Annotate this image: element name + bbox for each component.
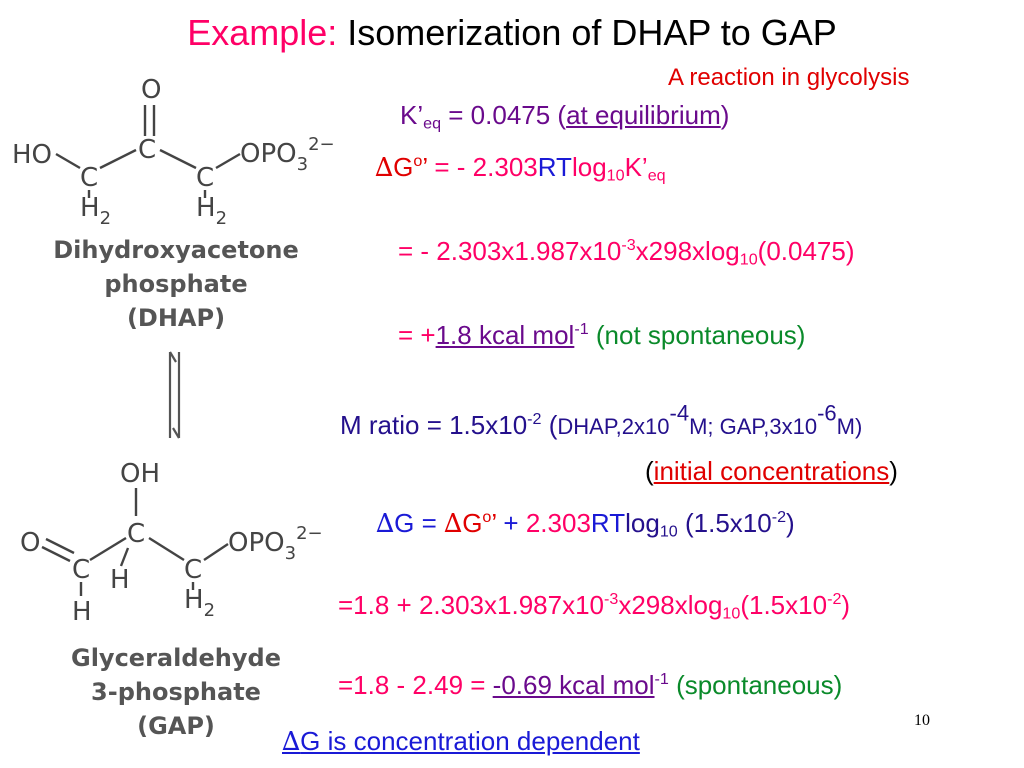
dhap-name-line1: Dihydroxyacetone [53,236,299,264]
dhap-o-top: O [141,75,161,105]
gap-h-c1: H [72,597,92,627]
initial-concentrations-line: (initial concentrations) [645,456,898,486]
gap-name: Glyceraldehyde 3-phosphate (GAP) [71,644,281,740]
dhap-opo3: OPO32− [240,134,335,175]
dg0-result-value: 1.8 kcal mol [435,320,575,350]
dhap-c2: C [138,135,156,165]
gap-h-c2: H [110,565,130,595]
slide-title: Example: Isomerization of DHAP to GAP [0,12,1024,54]
dhap-name: Dihydroxyacetone phosphate (DHAP) [53,236,299,332]
dg-definition-line: ∆G = ∆Go’ + 2.303RTlog10 (1.5x10-2) [376,508,795,541]
keq-line: K’eq = 0.0475 (at equilibrium) [400,100,730,133]
gap-o-left: O [20,528,40,558]
dhap-c1: C [80,163,98,193]
subtitle: A reaction in glycolysis [668,64,910,91]
dg0-result-line: = +1.8 kcal mol-1 (not spontaneous) [398,320,806,350]
dhap-h2-c1: H2 [80,193,111,229]
equilibrium-arrows [168,351,181,439]
title-prefix: Example: [187,12,338,53]
dhap-ho: HO [12,140,52,170]
initial-concentrations-text: initial concentrations [653,456,890,486]
gap-structure: OH C O C H C OPO32− H H2 [20,459,323,627]
gap-c2: C [127,519,145,549]
gap-name-line2: 3-phosphate [91,678,261,706]
gap-name-line1: Glyceraldehyde [71,644,281,672]
dhap-structure: O HO C C C OPO32− H2 H2 [12,75,335,229]
dhap-name-line2: phosphate [104,270,247,298]
dg-substitution-line: =1.8 + 2.303x1.987x10-3x298xlog10(1.5x10… [338,590,851,623]
mass-ratio-line: M ratio = 1.5x10-2 (DHAP,2x10-4M; GAP,3x… [340,400,863,440]
dhap-c3: C [196,163,214,193]
dg0-definition-line: ∆Go’ = - 2.303RTlog10K’eq [375,152,666,185]
gap-h2-c3: H2 [184,585,215,621]
gap-name-line3: (GAP) [137,712,215,740]
reaction-structures: O HO C C C OPO32− H2 H2 Dihydroxyacetone… [12,75,335,740]
gap-c3: C [184,555,202,585]
gap-opo3: OPO32− [228,523,323,564]
dg0-substitution-line: = - 2.303x1.987x10-3x298xlog10(0.0475) [398,236,855,269]
dhap-h2-c3: H2 [196,193,227,229]
footer-conclusion: ∆G is concentration dependent [282,726,640,757]
gap-oh: OH [120,459,160,489]
dhap-name-line3: (DHAP) [127,304,225,332]
dg-result-line: =1.8 - 2.49 = -0.69 kcal mol-1 (spontane… [338,670,843,700]
title-main: Isomerization of DHAP to GAP [337,12,837,53]
dg-result-value: -0.69 kcal mol [492,670,655,700]
page-number: 10 [914,712,930,729]
keq-at-equilibrium: at equilibrium [566,100,721,130]
gap-c1: C [72,555,90,585]
